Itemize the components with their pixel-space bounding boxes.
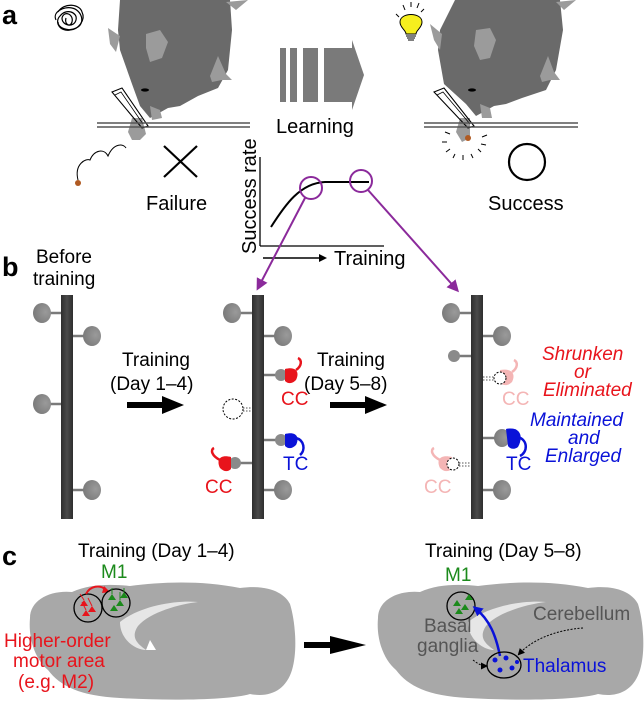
cc-label-faded-lower: CC — [424, 477, 451, 498]
dropped-pellet-trajectory — [76, 144, 127, 181]
dendrite-before-training — [33, 295, 101, 519]
cerebellum-label: Cerebellum — [533, 604, 630, 625]
panel-label-b: b — [2, 252, 19, 282]
pointer-to-day5-8 — [367, 189, 459, 293]
thalamus-region — [486, 651, 522, 679]
thalamus-label: Thalamus — [523, 656, 606, 677]
pointer-to-day1-4 — [256, 197, 306, 291]
inset-ylabel: Success rate — [239, 138, 261, 254]
thalamus-to-m1-arrow — [472, 606, 502, 657]
maintained-label-3: Enlarged — [545, 446, 622, 467]
inset-xlabel: Training — [334, 248, 406, 270]
m1-region-right — [446, 591, 476, 621]
panel-label-c: c — [2, 541, 17, 571]
brain-sagittal-left — [29, 582, 296, 700]
dendrite-day5-8 — [430, 295, 527, 519]
lightbulb-icon — [395, 2, 425, 41]
failure-label: Failure — [146, 193, 207, 215]
before-training-label-2: training — [33, 269, 95, 290]
cc-label-faded-upper: CC — [502, 389, 529, 410]
shrunken-label-3: Eliminated — [543, 380, 633, 401]
shrunken-label-1: Shrunken — [542, 344, 623, 365]
hom-label-3: (e.g. M2) — [18, 672, 94, 693]
hom-region — [73, 593, 103, 623]
cc-label-upper: CC — [281, 389, 308, 410]
shrunken-label-2: or — [574, 362, 592, 383]
hom-label-2: motor area — [13, 651, 105, 672]
right-brain-title: Training (Day 5–8) — [425, 541, 582, 562]
arrow-right-icon-2 — [330, 396, 387, 414]
basal-ganglia-label-1: Basal — [424, 616, 472, 637]
pellet-icon — [75, 180, 81, 186]
before-training-label-1: Before — [36, 247, 92, 268]
success-label: Success — [488, 193, 564, 215]
maintained-label-2: and — [568, 428, 601, 449]
m1-region-left — [101, 588, 131, 618]
left-brain-title: Training (Day 1–4) — [78, 541, 235, 562]
learning-label: Learning — [276, 116, 354, 138]
cc-label-lower: CC — [205, 477, 232, 498]
m1-label-left: M1 — [101, 562, 127, 583]
cerebellum-to-thalamus-arrow — [517, 627, 584, 656]
training-day5-8-label-1: Training — [317, 350, 385, 371]
grasped-pellet-icon — [465, 135, 471, 141]
hom-label-1: Higher-order — [4, 631, 111, 652]
success-sparkle-icon — [442, 131, 488, 160]
arrow-right-icon — [127, 396, 184, 414]
learning-arrow-icon — [280, 40, 364, 110]
tc-label-enlarged: TC — [506, 454, 531, 475]
panel-label-a: a — [2, 0, 18, 30]
failure-cross-icon — [163, 145, 198, 178]
mouse-success-illustration — [430, 0, 576, 142]
arrow-right-icon-3 — [304, 636, 366, 654]
mouse-failure-illustration — [108, 0, 248, 140]
highlight-early-circle — [299, 176, 323, 200]
training-day5-8-label-2: (Day 5–8) — [304, 374, 387, 395]
success-circle-icon — [507, 142, 547, 182]
dendrite-day1-4 — [210, 295, 305, 519]
m1-label-right: M1 — [445, 565, 471, 586]
training-day1-4-label-1: Training — [122, 350, 190, 371]
scribble-thought-icon — [54, 4, 84, 31]
tc-label: TC — [283, 454, 308, 475]
maintained-label-1: Maintained — [530, 410, 624, 431]
highlight-late-circle — [349, 169, 373, 193]
basal-ganglia-label-2: ganglia — [417, 636, 479, 657]
training-day1-4-label-2: (Day 1–4) — [110, 374, 193, 395]
brain-sagittal-right — [377, 582, 644, 700]
basal-ganglia-to-thalamus-arrow — [472, 659, 488, 670]
